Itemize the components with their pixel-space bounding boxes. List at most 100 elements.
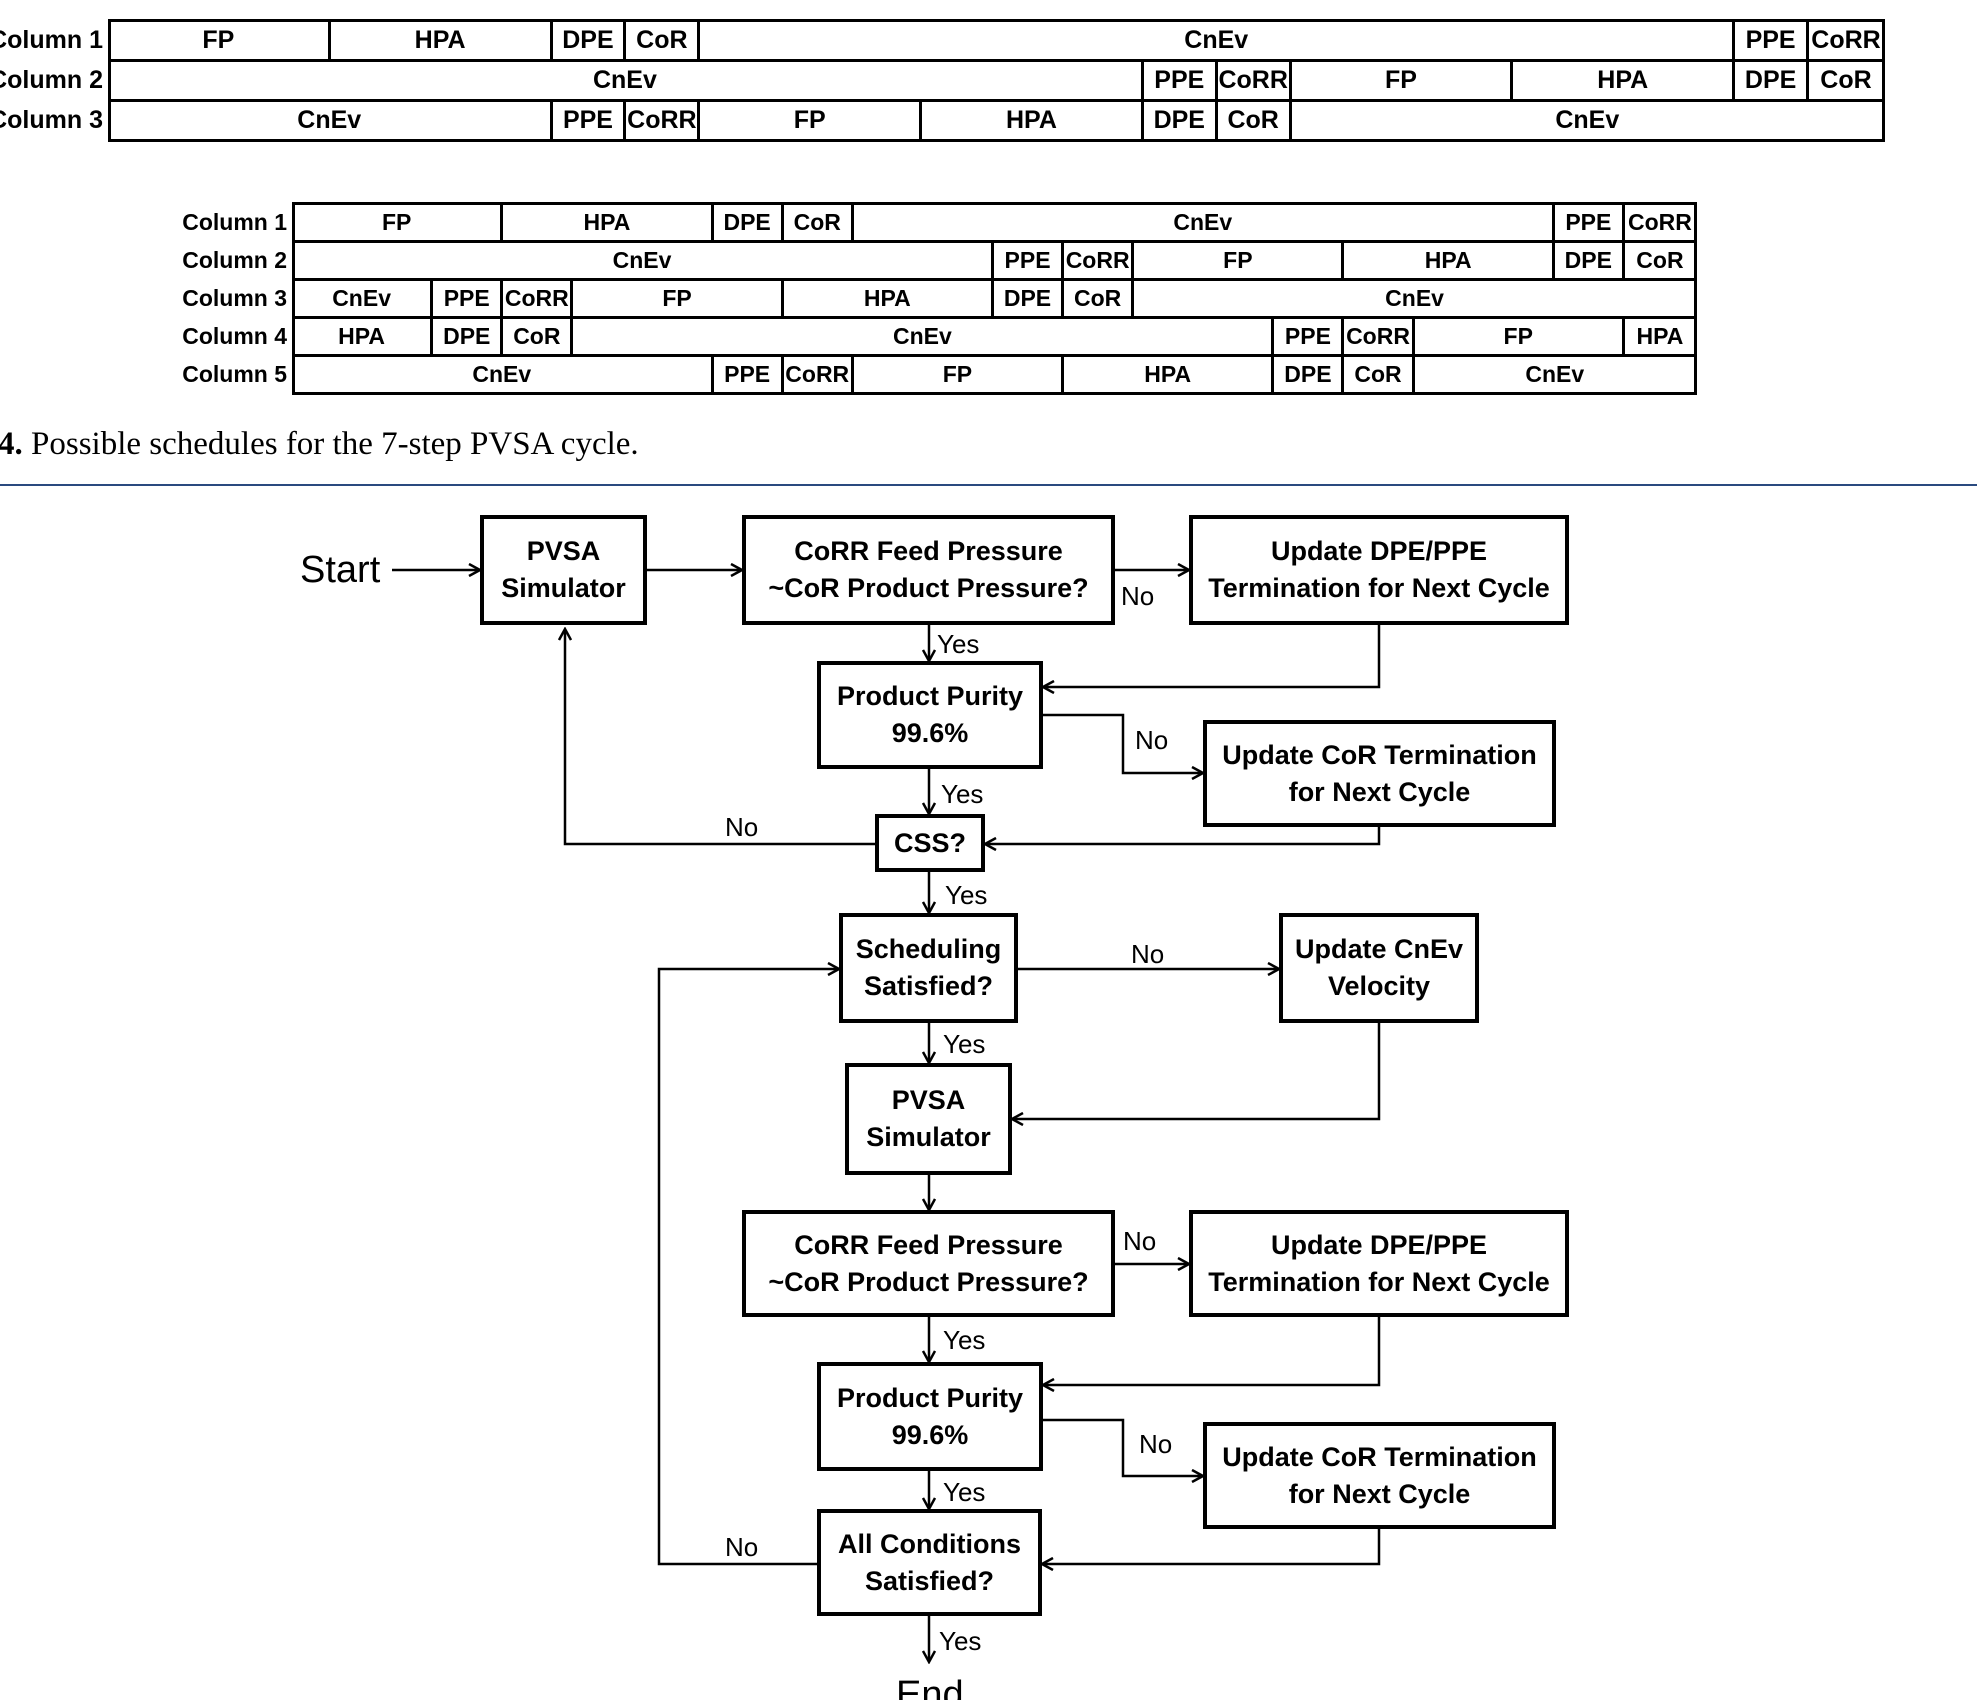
product-purity-check-1: Product Purity 99.6% [817, 661, 1043, 769]
css-check: CSS? [875, 814, 985, 872]
schedule-row-divider [293, 315, 1695, 319]
schedule-step-cnev: CnEv [1385, 284, 1444, 311]
schedule-row-divider [293, 239, 1695, 243]
schedule-row-divider [293, 277, 1695, 281]
schedule-step-cnev: CnEv [293, 241, 994, 279]
label-yes-press2: Yes [943, 1325, 986, 1355]
label-yes-all: Yes [939, 1626, 982, 1656]
label-yes-css: Yes [945, 880, 988, 910]
schedule-step-cor: CoR [784, 203, 854, 241]
schedule-step-cor: CoR [626, 20, 701, 60]
schedule-row-label: Column 5 [182, 360, 287, 387]
edge-updcor1-css [985, 827, 1381, 844]
schedule-step-hpa: HPA [503, 203, 714, 241]
edge-updcnev-sim2 [1012, 1023, 1381, 1119]
edge-purity2-updcor2 [1041, 1418, 1203, 1476]
schedule-step-fp: FP [109, 20, 331, 60]
schedule-step-corr: CoRR [1064, 241, 1135, 279]
caption-divider [0, 484, 1977, 486]
edge-purity1-updcor1 [1041, 713, 1203, 773]
schedule-step-dpe: DPE [1735, 60, 1810, 100]
schedule-step-cnev: CnEv [573, 317, 1275, 355]
schedule-step-cnev: CnEv [700, 20, 1736, 60]
schedule-step-corr: CoRR [1344, 317, 1415, 355]
schedule-row-label: Column 3 [0, 105, 103, 134]
pvsa-simulator-box-2: PVSA Simulator [845, 1063, 1012, 1175]
schedule-step-cor: CoR [1820, 65, 1872, 94]
schedule-row-divider [293, 353, 1695, 357]
update-dpe-ppe-box-1: Update DPE/PPE Termination for Next Cycl… [1189, 515, 1569, 625]
schedule-step-dpe: DPE [553, 20, 627, 60]
update-cnev-velocity-box: Update CnEv Velocity [1279, 913, 1479, 1023]
update-cor-termination-box-1: Update CoR Termination for Next Cycle [1203, 720, 1556, 827]
schedule-step-fp: FP [700, 100, 923, 140]
schedule-step-ppe: PPE [433, 279, 504, 317]
schedule-step-fp: FP [1134, 241, 1345, 279]
scheduling-check: Scheduling Satisfied? [839, 913, 1018, 1023]
schedule-step-ppe: PPE [553, 100, 627, 140]
schedule-step-ppe: PPE [1274, 317, 1345, 355]
label-no-purity2: No [1139, 1429, 1173, 1459]
schedule-step-corr: CoRR [784, 355, 854, 393]
label-no-sched: No [1131, 939, 1165, 969]
schedule-step-cnev: CnEv [854, 203, 1555, 241]
end-label: End [896, 1674, 964, 1700]
schedule-step-cnev: CnEv [1555, 105, 1620, 134]
schedule-step-dpe: DPE [433, 317, 504, 355]
schedule-step-cnev: CnEv [1525, 360, 1585, 387]
label-yes-sched: Yes [943, 1029, 986, 1059]
label-no-css: No [725, 812, 759, 842]
edge-upddpe1-purity1 [1043, 625, 1381, 687]
start-label: Start [300, 549, 381, 591]
schedule-step-cor: CoR [1344, 355, 1415, 393]
schedule-step-corr: CoRR [1627, 208, 1692, 235]
schedule-step-cnev: CnEv [293, 279, 434, 317]
schedule-step-dpe: DPE [994, 279, 1065, 317]
schedule-step-ppe: PPE [1144, 60, 1218, 100]
label-yes-purity2: Yes [943, 1477, 986, 1507]
schedule-row-label: Column 3 [182, 284, 287, 311]
schedule-step-hpa: HPA [1636, 322, 1684, 349]
schedule-step-corr: CoRR [1811, 25, 1881, 54]
corr-pressure-check-1: CoRR Feed Pressure ~CoR Product Pressure… [742, 515, 1115, 625]
schedule-step-ppe: PPE [1555, 203, 1625, 241]
schedule-row-label: Column 1 [0, 25, 103, 54]
schedule-step-fp: FP [1292, 60, 1514, 100]
label-no-press1: No [1121, 581, 1155, 611]
label-yes-press1: Yes [937, 629, 980, 659]
all-conditions-check: All Conditions Satisfied? [817, 1509, 1042, 1616]
schedule-row-label: Column 2 [182, 246, 287, 273]
schedule-step-ppe: PPE [714, 355, 784, 393]
schedule-step-corr: CoRR [503, 279, 574, 317]
schedule-step-dpe: DPE [1144, 100, 1218, 140]
schedule-step-hpa: HPA [1344, 241, 1555, 279]
schedule-step-cnev: CnEv [293, 355, 714, 393]
schedule-row-label: Column 1 [182, 208, 287, 235]
schedule-step-cor: CoR [1064, 279, 1135, 317]
label-no-all: No [725, 1532, 759, 1562]
schedule-step-hpa: HPA [1513, 60, 1736, 100]
schedule-step-corr: CoRR [1218, 60, 1292, 100]
schedule-step-hpa: HPA [784, 279, 994, 317]
figure-caption-number: 4. [0, 426, 23, 462]
schedule-row-divider [109, 98, 1883, 102]
schedule-step-fp: FP [293, 203, 504, 241]
schedule-step-corr: CoRR [626, 100, 701, 140]
flowchart-connectors [392, 486, 1381, 1700]
schedule-step-fp: FP [573, 279, 784, 317]
edge-upddpe2-purity2 [1043, 1317, 1381, 1385]
corr-pressure-check-2: CoRR Feed Pressure ~CoR Product Pressure… [742, 1210, 1115, 1317]
